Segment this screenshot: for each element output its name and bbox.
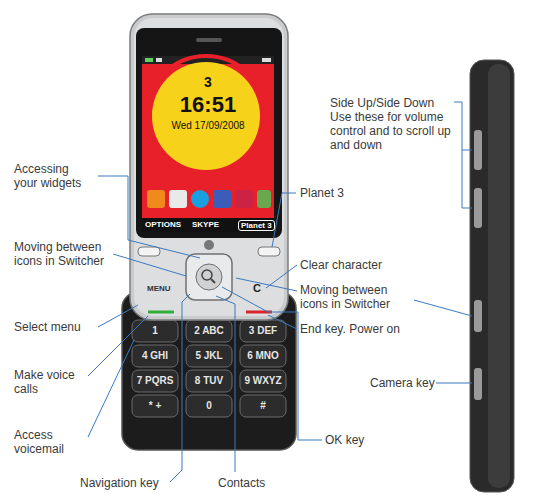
callout-label: Select menu	[14, 320, 81, 334]
soft-key	[258, 247, 280, 256]
callout-label: Planet 3	[300, 186, 344, 200]
call-key	[148, 311, 174, 314]
logo	[204, 240, 214, 250]
screen	[142, 56, 274, 232]
key-label: 4 GHI	[132, 349, 178, 363]
key-label: 2 ABC	[186, 324, 232, 338]
softkey-label: Planet 3	[238, 220, 275, 231]
callout-label: Navigation key	[80, 476, 159, 490]
key-label: #	[240, 399, 286, 413]
screen-bezel	[136, 28, 282, 238]
callout-label: Camera key	[370, 376, 435, 390]
volume-up	[474, 130, 482, 170]
softkey-label: OPTIONS	[145, 220, 181, 230]
key-label: 3 DEF	[240, 324, 286, 338]
callout-label: Make voice calls	[14, 368, 84, 396]
widget-icons	[147, 190, 271, 208]
key-label: MENU	[147, 284, 171, 294]
screen-text: 3	[148, 74, 268, 90]
key-label: 0	[186, 399, 232, 413]
keypad-keys	[132, 320, 286, 417]
slider-face	[134, 18, 284, 316]
callout-label: OK key	[325, 433, 364, 447]
callout-label: Moving between icons in Switcher	[300, 283, 410, 311]
side-key	[474, 300, 482, 332]
callout-label: Side Up/Side Down Use these for volume c…	[330, 96, 452, 152]
softkey-bar	[142, 218, 274, 232]
navigation-key	[186, 254, 232, 300]
phone-side	[470, 60, 514, 492]
callout-label: End key. Power on	[300, 322, 400, 336]
leader-lines	[88, 102, 472, 482]
callout-label: Access voicemail	[14, 428, 84, 456]
key-label: 8 TUV	[186, 374, 232, 388]
screen-clock: 16:51	[148, 92, 268, 118]
ok-key	[196, 264, 222, 290]
key-label: 9 WXYZ	[240, 374, 286, 388]
key-label: 1	[132, 324, 178, 338]
callout-label: Moving between icons in Switcher	[14, 240, 109, 268]
softkey-label: SKYPE	[192, 220, 219, 230]
callout-label: Contacts	[218, 476, 265, 490]
slider-body	[130, 14, 288, 320]
soft-key	[138, 247, 160, 256]
screen-date: Wed 17/09/2008	[148, 120, 268, 132]
earpiece	[196, 38, 222, 42]
callout-label: Accessing your widgets	[14, 162, 94, 190]
key-label: C	[253, 282, 261, 295]
volume-down	[474, 188, 482, 228]
key-label: 7 PQRS	[132, 374, 178, 388]
key-label: 6 MNO	[240, 349, 286, 363]
key-label: * +	[132, 399, 178, 413]
key-label: 5 JKL	[186, 349, 232, 363]
camera-key	[474, 368, 482, 400]
callout-label: Clear character	[300, 258, 382, 272]
